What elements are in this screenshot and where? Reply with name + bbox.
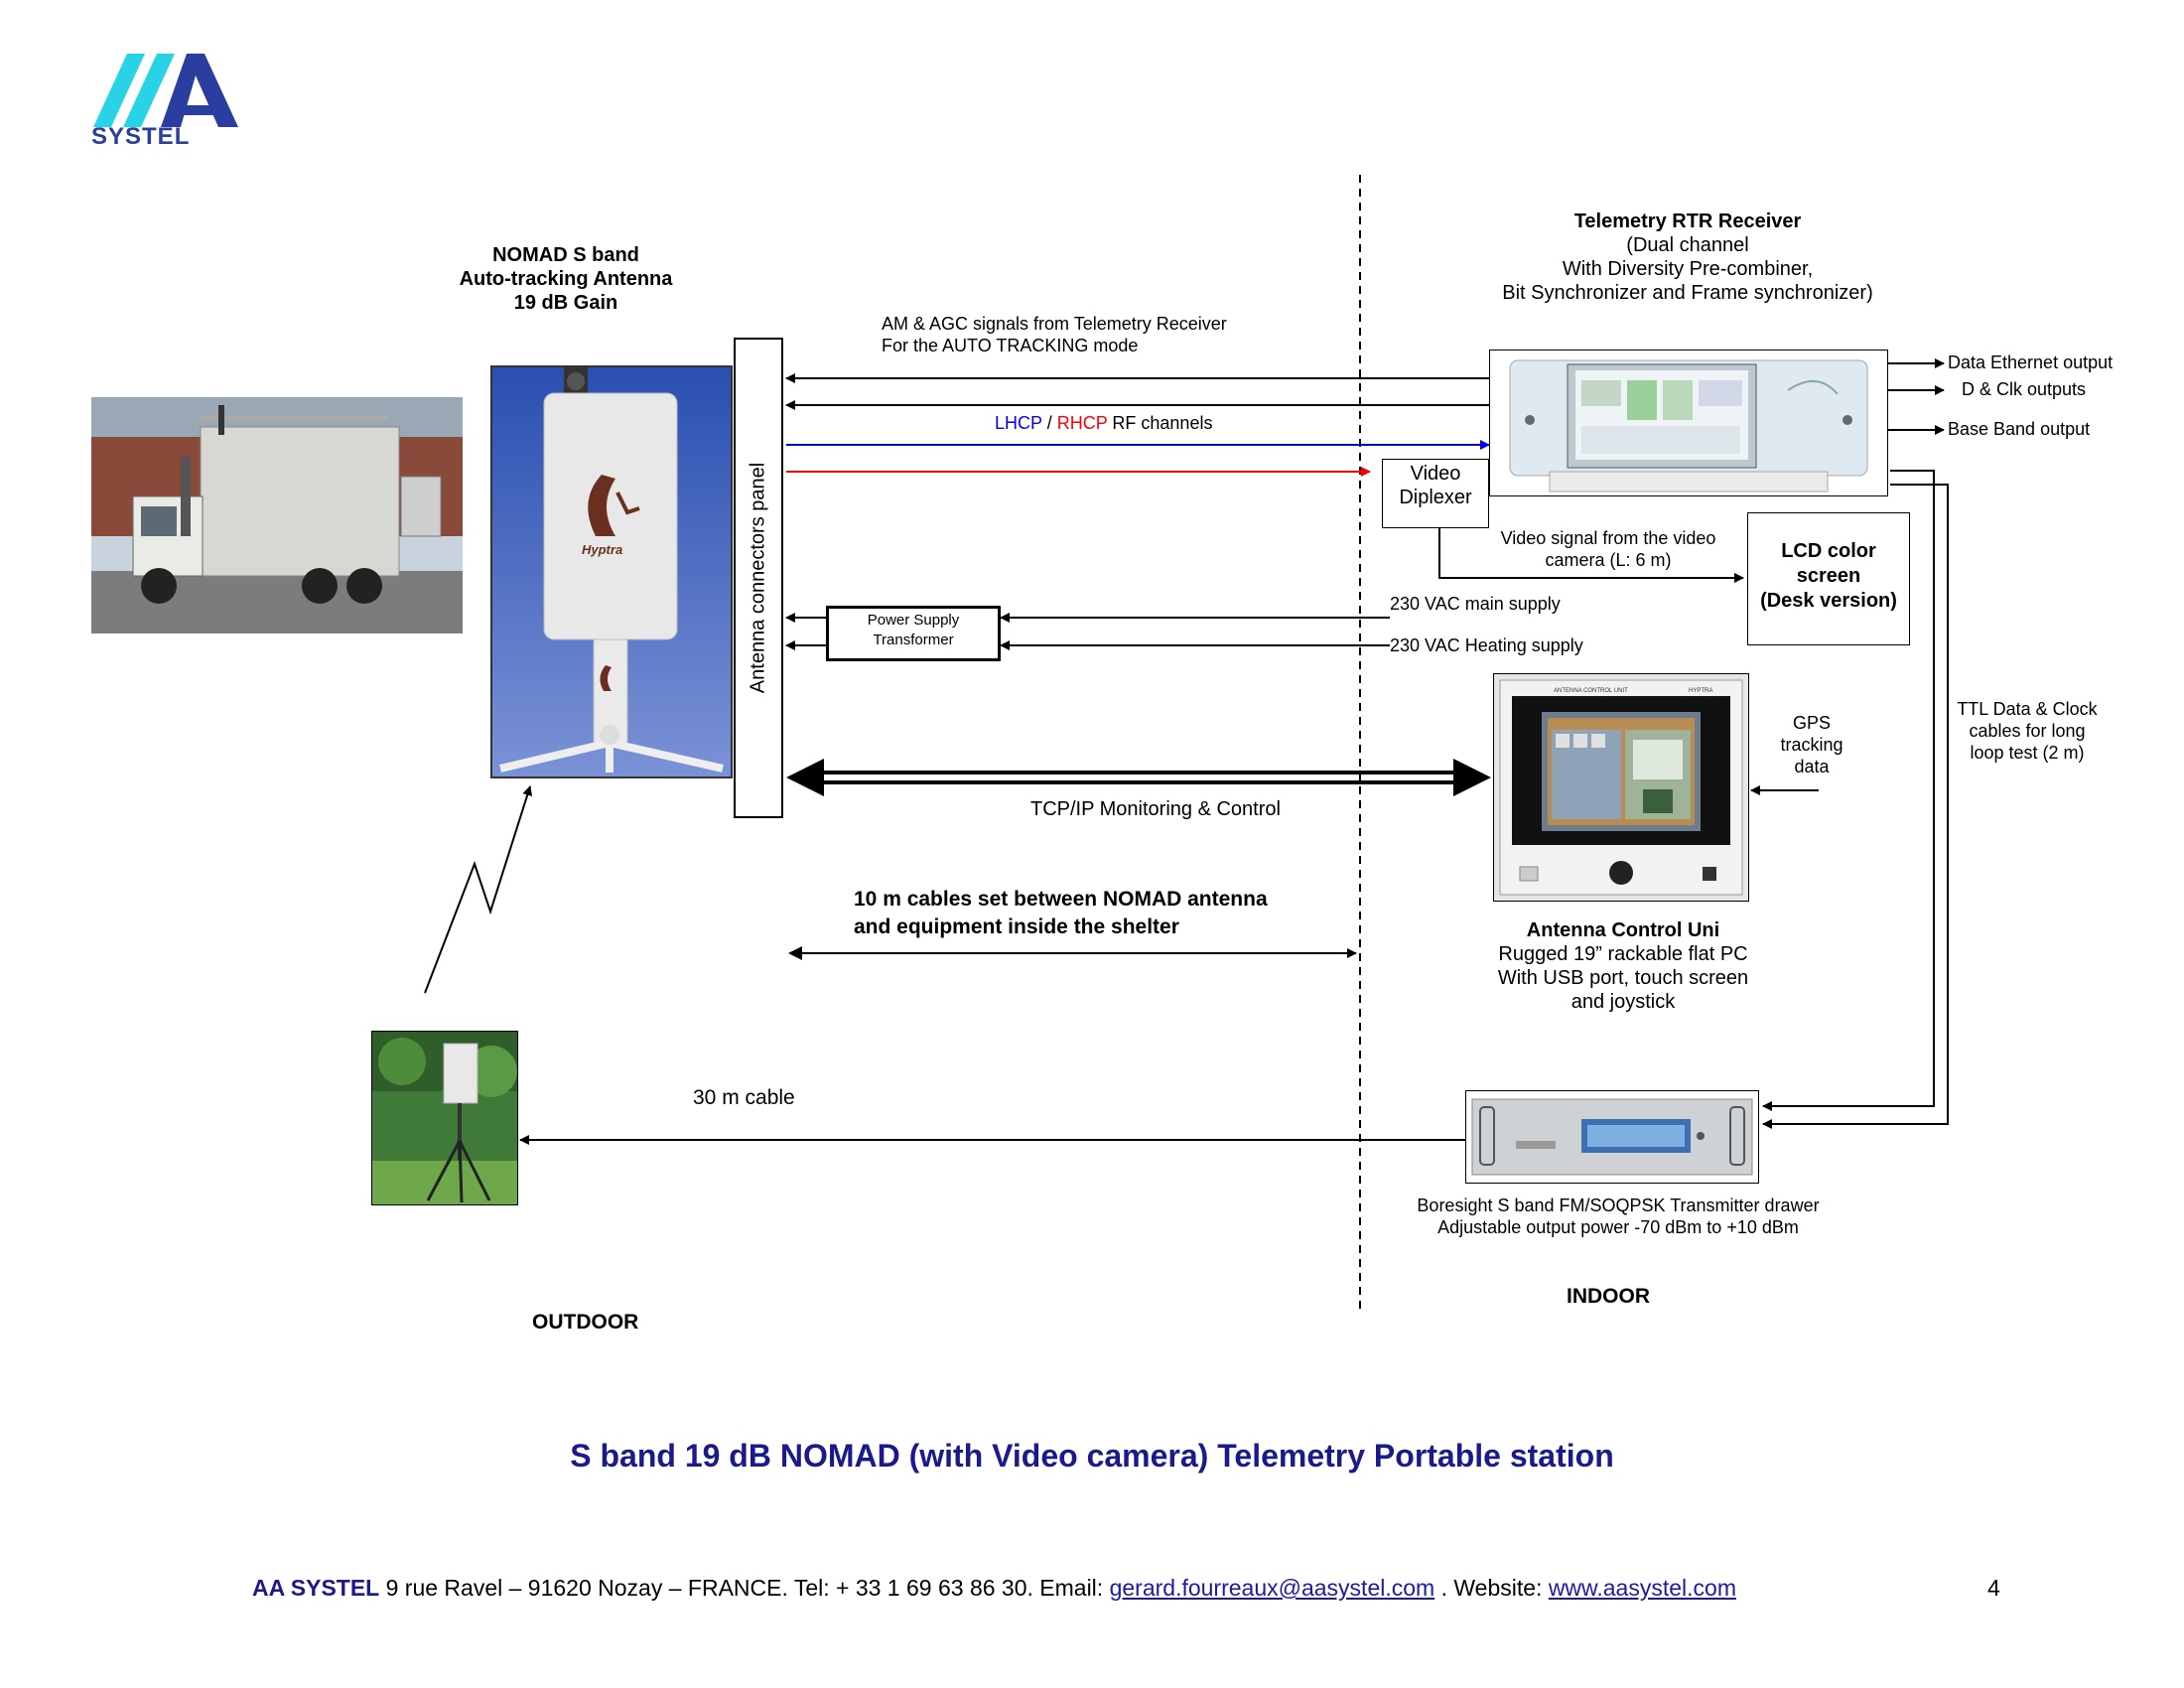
data-ethernet-output-label: Data Ethernet output	[1948, 352, 2114, 372]
footer-website-link[interactable]: www.aasystel.com	[1548, 1575, 1736, 1601]
power-supply-line2: Transformer	[873, 632, 954, 648]
ttl-line2: cables for long	[1969, 721, 2086, 741]
acu-header-right: HYPTRA	[1689, 688, 1712, 694]
receiver-title: Telemetry RTR Receiver	[1573, 211, 1802, 232]
footer-company: AA SYSTEL	[252, 1575, 380, 1601]
footer-address: 9 rue Ravel – 91620 Nozay – FRANCE. Tel:…	[379, 1575, 1110, 1601]
boresight-antenna-photo	[371, 1031, 518, 1205]
footer-website-label: . Website:	[1434, 1575, 1549, 1601]
nomad-antenna-photo: Hyptra	[490, 365, 733, 778]
boresight-line2: Adjustable output power -70 dBm to +10 d…	[1437, 1217, 1799, 1237]
outdoor-label: OUTDOOR	[532, 1311, 639, 1334]
rf-sep: /	[1041, 413, 1057, 433]
cable-30m-label: 30 m cable	[693, 1086, 795, 1109]
indoor-label: INDOOR	[1567, 1285, 1650, 1308]
page-number: 4	[1987, 1575, 2000, 1601]
gps-line3: data	[1794, 757, 1830, 776]
gps-line2: tracking	[1780, 735, 1843, 755]
lcd-line2: screen	[1796, 565, 1861, 587]
lcd-screen-box	[1747, 512, 1910, 645]
video-diplexer-line2: Diplexer	[1399, 487, 1472, 508]
logo-text: SYSTEL	[91, 123, 191, 150]
acu-title: Antenna Control Uni	[1526, 919, 1720, 941]
receiver-line2: With Diversity Pre-combiner,	[1562, 258, 1814, 280]
truck-photo	[91, 397, 463, 633]
acu-line3: and joystick	[1570, 991, 1676, 1013]
boresight-transmitter-photo	[1465, 1090, 1759, 1184]
lcd-line3: (Desk version)	[1760, 590, 1897, 612]
power-supply-transformer-box	[826, 606, 1001, 661]
video-signal-line2: camera (L: 6 m)	[1545, 550, 1672, 570]
d-clk-outputs-label: D & Clk outputs	[1962, 379, 2087, 399]
antenna-title-line3: 19 dB Gain	[513, 292, 618, 314]
video-signal-line1: Video signal from the video	[1500, 528, 1716, 548]
video-diplexer-line1: Video	[1410, 463, 1461, 485]
rf-channels-text: RF channels	[1107, 413, 1213, 433]
base-band-output-label: Base Band output	[1948, 419, 2091, 439]
acu-header-left: ANTENNA CONTROL UNIT	[1554, 688, 1628, 694]
heating-supply-label: 230 VAC Heating supply	[1390, 635, 1583, 655]
figure-caption: S band 19 dB NOMAD (with Video camera) T…	[570, 1438, 1614, 1474]
antenna-connectors-panel	[734, 338, 783, 818]
rhcp-label: RHCP	[1056, 413, 1108, 433]
am-agc-label-line2: For the AUTO TRACKING mode	[882, 336, 1139, 355]
telemetry-receiver-photo	[1489, 350, 1888, 496]
receiver-line1: (Dual channel	[1626, 234, 1749, 256]
boresight-line1: Boresight S band FM/SOQPSK Transmitter d…	[1417, 1196, 1820, 1215]
receiver-line3: Bit Synchronizer and Frame synchronizer)	[1502, 282, 1873, 304]
footer: AA SYSTEL 9 rue Ravel – 91620 Nozay – FR…	[252, 1575, 1736, 1602]
lcd-line1: LCD color	[1781, 540, 1876, 562]
antenna-title-line1: NOMAD S band	[492, 244, 639, 266]
rf-channels-label: LHCP / RHCP RF channels	[995, 413, 1212, 434]
power-supply-line1: Power Supply	[867, 612, 960, 629]
am-agc-label-line1: AM & AGC signals from Telemetry Receiver	[882, 314, 1227, 334]
gps-line1: GPS	[1792, 713, 1831, 733]
acu-line1: Rugged 19” rackable flat PC	[1498, 943, 1748, 965]
cables-10m-line2: and equipment inside the shelter	[854, 915, 1179, 938]
ttl-line3: loop test (2 m)	[1970, 743, 2085, 763]
antenna-title-line2: Auto-tracking Antenna	[459, 268, 673, 290]
main-supply-label: 230 VAC main supply	[1390, 594, 1561, 614]
lhcp-label: LHCP	[995, 413, 1042, 433]
antenna-brand-text: Hyptra	[582, 542, 622, 557]
antenna-control-unit-photo: ANTENNA CONTROL UNIT HYPTRA	[1493, 673, 1749, 902]
ttl-line1: TTL Data & Clock	[1957, 699, 2098, 719]
cables-10m-line1: 10 m cables set between NOMAD antenna	[854, 888, 1268, 911]
tcpip-label: TCP/IP Monitoring & Control	[1030, 798, 1281, 820]
video-diplexer-box	[1382, 459, 1489, 528]
aa-systel-logo: SYSTEL	[87, 48, 246, 153]
logo-mark-icon	[93, 54, 238, 127]
footer-email-link[interactable]: gerard.fourreaux@aasystel.com	[1109, 1575, 1435, 1601]
acu-line2: With USB port, touch screen	[1497, 967, 1749, 989]
